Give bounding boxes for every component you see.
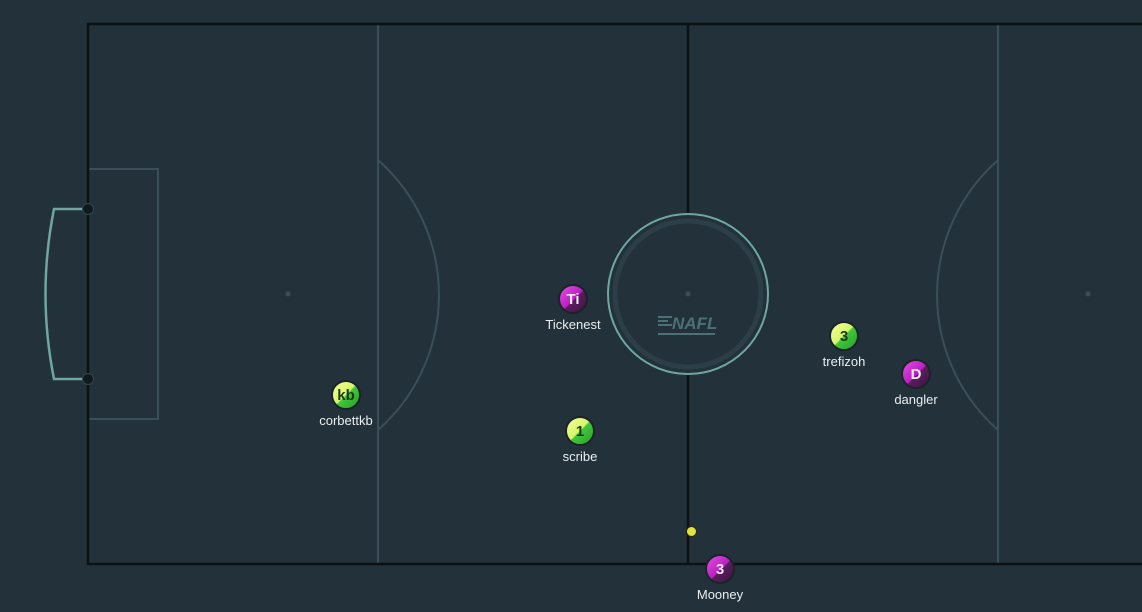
- player-tickenest[interactable]: Ti Tickenest: [533, 284, 613, 332]
- center-spot: [685, 291, 691, 297]
- goal-post-bottom: [82, 373, 94, 385]
- player-corbettkb[interactable]: kb corbettkb: [306, 380, 386, 428]
- ball: [686, 526, 697, 537]
- player-dangler[interactable]: D dangler: [876, 359, 956, 407]
- player-token: kb: [331, 380, 361, 410]
- left-spot: [285, 291, 291, 297]
- player-mooney[interactable]: 3 Mooney: [680, 554, 760, 602]
- player-trefizoh[interactable]: 3 trefizoh: [804, 321, 884, 369]
- player-token: Ti: [558, 284, 588, 314]
- player-name: Mooney: [696, 587, 744, 602]
- player-name: scribe: [562, 449, 598, 464]
- right-arc: [936, 159, 999, 431]
- goal-net: [44, 207, 88, 381]
- center-circle-inner: [612, 218, 764, 370]
- left-arc: [377, 159, 440, 431]
- league-logo: NAFL: [658, 314, 717, 335]
- player-scribe[interactable]: 1 scribe: [540, 416, 620, 464]
- right-spot: [1085, 291, 1091, 297]
- player-name: Tickenest: [545, 317, 601, 332]
- center-circle-outer: [607, 213, 769, 375]
- player-token: 1: [565, 416, 595, 446]
- player-name: dangler: [894, 392, 938, 407]
- player-name: trefizoh: [822, 354, 866, 369]
- player-token: 3: [705, 554, 735, 584]
- player-name: corbettkb: [319, 413, 373, 428]
- goal-post-top: [82, 203, 94, 215]
- player-token: D: [901, 359, 931, 389]
- player-token: 3: [829, 321, 859, 351]
- goal-area: [87, 168, 159, 420]
- boundary-line: [86, 22, 1142, 566]
- league-logo-text: NAFL: [672, 314, 717, 333]
